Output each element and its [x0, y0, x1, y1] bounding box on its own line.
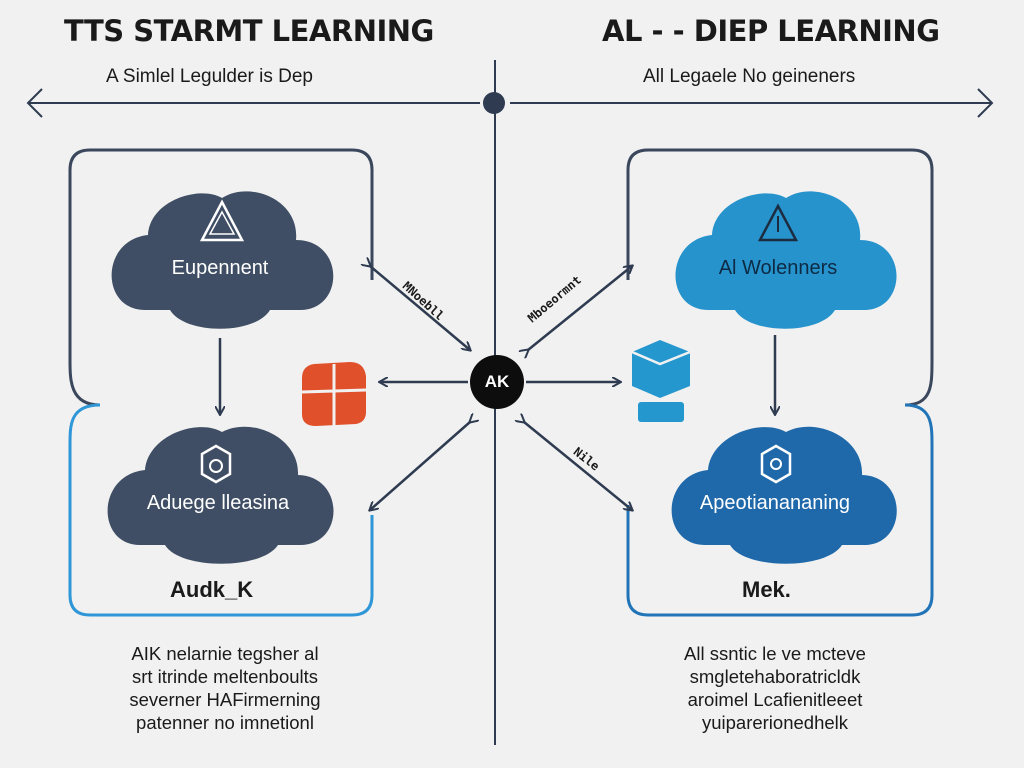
left-top-warning-triangle-icon: [199, 199, 245, 242]
axis-center-node: [483, 92, 505, 114]
axis-right-arrow-icon: [977, 88, 994, 118]
hub-label: AK: [484, 372, 510, 391]
left-title: TTS STARMT LEARNING: [64, 14, 434, 48]
right-title: AL - - DIEP LEARNING: [602, 14, 940, 48]
left-cube-icon: [301, 362, 367, 426]
left-description-line: srt itrinde meltenboults: [131, 666, 319, 687]
right-subtitle: All Legaele No geineners: [643, 66, 856, 87]
right-top-warning-triangle-icon: [757, 203, 799, 242]
right-frame-bottom: [626, 403, 934, 617]
left-cloud-top-label: Eupennent: [171, 257, 269, 279]
right-cloud-top: [675, 191, 897, 329]
right-cloud-bottom: [671, 426, 897, 564]
left-description: AIK nelarnie tegsher al srt itrinde melt…: [90, 642, 360, 734]
left-cloud-bottom: [107, 426, 334, 564]
edge-hub-right-bottom: [524, 422, 632, 510]
right-description-line: aroimel Lcafienitleeet: [687, 689, 863, 710]
left-frame-bottom: [68, 403, 374, 617]
left-description-line: AIK nelarnie tegsher al: [131, 643, 319, 664]
right-description-line: yuiparerionedhelk: [701, 712, 849, 733]
left-box-label: Audk_K: [170, 577, 254, 602]
right-box-label: Mek.: [742, 577, 791, 602]
axis-left-arrow-icon: [26, 88, 43, 118]
left-cloud-bottom-label: Aduege lleasina: [146, 492, 290, 514]
edge-hub-right-top: [528, 266, 632, 350]
hub-node: [470, 355, 524, 409]
right-description-line: All ssntic le ve mcteve: [684, 643, 866, 664]
right-description: All ssntic le ve mcteve smgletehaboratri…: [640, 642, 910, 734]
edge-hub-left-bottom: [370, 422, 470, 510]
right-cloud-bottom-label: Apeotianananing: [699, 492, 851, 514]
edge-hub-left-top: [370, 266, 470, 350]
left-cloud-top: [111, 191, 334, 329]
right-frame-top: [626, 148, 934, 407]
left-frame-top: [68, 148, 374, 407]
left-bottom-hexagon-node-icon: [200, 444, 232, 484]
right-bottom-hexagon-node-icon: [760, 444, 792, 484]
left-description-line: severner HAFirmerning: [129, 689, 321, 710]
right-cube-icon: [631, 340, 691, 422]
left-subtitle: A Simlel Legulder is Dep: [106, 66, 313, 87]
left-description-line: patenner no imnetionl: [136, 712, 314, 733]
right-description-line: smgletehaboratricldk: [689, 666, 861, 687]
right-cloud-top-label: Al Wolenners: [718, 257, 838, 279]
